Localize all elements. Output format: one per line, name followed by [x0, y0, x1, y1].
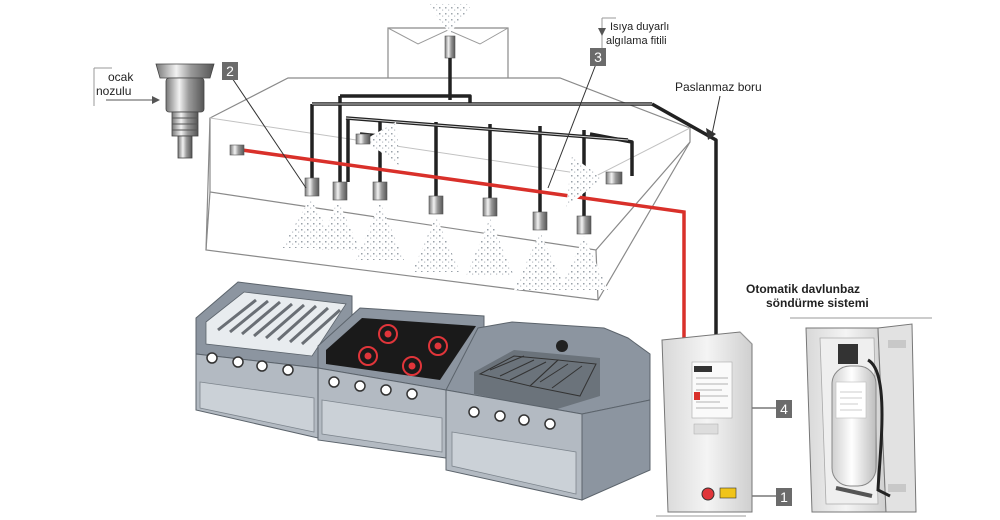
pipe-label-arrowhead [706, 128, 716, 140]
griddle-unit [195, 281, 353, 439]
heat-sensor-label-line2: algılama fitili [606, 35, 667, 47]
detection-end-fitting [229, 144, 245, 156]
hood-nozzles [282, 122, 623, 290]
open-cabinet [790, 317, 932, 513]
callout-badge-2: 2 [222, 62, 238, 80]
callout-badge-4: 4 [776, 400, 792, 418]
nozzle-label-line1: ocak [108, 70, 134, 84]
system-title-line2: söndürme sistemi [766, 296, 869, 310]
cooktop-unit [317, 307, 485, 459]
nozzle-detail [155, 63, 215, 159]
leader-lines [231, 63, 776, 497]
heat-detection-line [241, 148, 686, 340]
nozzle-label-bracket [93, 67, 112, 106]
pipe-highlight [312, 103, 652, 141]
callout-badge-3: 3 [590, 48, 606, 66]
nozzle-label-mask [96, 72, 110, 82]
nozzle-label-line2: nozulu [96, 84, 132, 98]
callout-badge-1: 1 [776, 488, 792, 506]
heat-label-arrowhead [598, 28, 606, 36]
nozzle-label-arrowhead [152, 96, 160, 104]
fryer-unit [445, 321, 651, 501]
heat-sensor-label-line1: Isıya duyarlı [610, 21, 670, 33]
system-title-line1: Otomatik davlunbaz [746, 282, 861, 296]
control-cabinet [656, 331, 753, 517]
stainless-pipe-label: Paslanmaz boru [675, 80, 762, 94]
